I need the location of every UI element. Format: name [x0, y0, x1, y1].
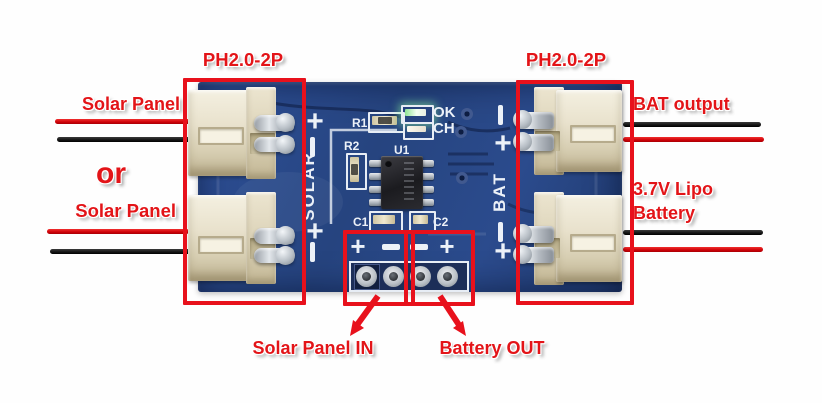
silkscreen-u1-label: U1 [394, 143, 410, 157]
via [455, 126, 467, 138]
minus-mark [498, 105, 503, 125]
silkscreen-c1-label: C1 [353, 215, 369, 229]
pad-solar-minus [383, 266, 404, 287]
silkscreen-ok-label: OK [433, 104, 456, 121]
jst-connector-solar-2 [188, 192, 295, 284]
led-ch [403, 122, 434, 140]
highlight-box-bat-connectors [516, 80, 634, 305]
solar2-red-wire [47, 229, 189, 234]
lipo-black-wire [623, 230, 763, 235]
via [461, 108, 473, 120]
pad-bat-plus [437, 266, 458, 287]
pad-plus-mark: + [350, 231, 366, 261]
plus-mark: + [306, 215, 324, 248]
silkscreen-bat-label: BAT [490, 172, 509, 212]
silkscreen-c2-label: C2 [433, 215, 449, 229]
label-ph2-left: PH2.0-2P [202, 49, 284, 70]
highlight-box-solar-connectors [183, 78, 306, 305]
plus-mark: + [494, 235, 512, 268]
silkscreen-ch-label: CH [433, 120, 455, 137]
pad-solar-plus [356, 266, 377, 287]
pad-plus-mark: + [439, 231, 455, 261]
jst-connector-bat-1 [513, 87, 622, 175]
capacitor-c1 [369, 211, 403, 232]
capacitor-c2 [409, 211, 436, 232]
pad-bat-minus [410, 266, 431, 287]
label-lipo-line2: Battery [633, 203, 696, 224]
jst-connector-bat-2 [513, 192, 622, 285]
minus-mark [310, 242, 315, 262]
bat-out-red-wire [623, 137, 764, 142]
silkscreen-r2-label: R2 [344, 139, 360, 153]
minus-mark [498, 222, 503, 242]
label-lipo-battery: 3.7V Lipo Battery [633, 177, 713, 226]
highlight-box-bat-pads [404, 230, 475, 306]
label-solar-panel-bottom: Solar Panel [75, 200, 176, 221]
silkscreen-r1-label: R1 [352, 116, 368, 130]
pad-minus-mark [382, 244, 400, 250]
lipo-red-wire [623, 247, 763, 252]
label-solar-panel-in: Solar Panel IN [252, 338, 374, 358]
bat-out-black-wire [623, 122, 761, 127]
solar1-black-wire [57, 137, 194, 142]
label-or: or [96, 157, 126, 190]
via [456, 172, 468, 184]
plus-mark: + [494, 127, 512, 160]
label-bat-output: BAT output [633, 94, 730, 114]
solar1-red-wire [55, 119, 190, 124]
pad-minus-mark [410, 244, 428, 250]
resistor-r2 [346, 153, 367, 190]
label-battery-out: Battery OUT [439, 338, 545, 358]
label-lipo-line1: 3.7V Lipo [633, 179, 714, 199]
solar2-black-wire [50, 249, 191, 254]
label-solar-panel-top: Solar Panel [81, 94, 180, 114]
label-ph2-right: PH2.0-2P [525, 49, 607, 70]
resistor-r1 [368, 112, 405, 133]
charger-ic-u1 [381, 156, 423, 209]
minus-mark [310, 137, 315, 157]
